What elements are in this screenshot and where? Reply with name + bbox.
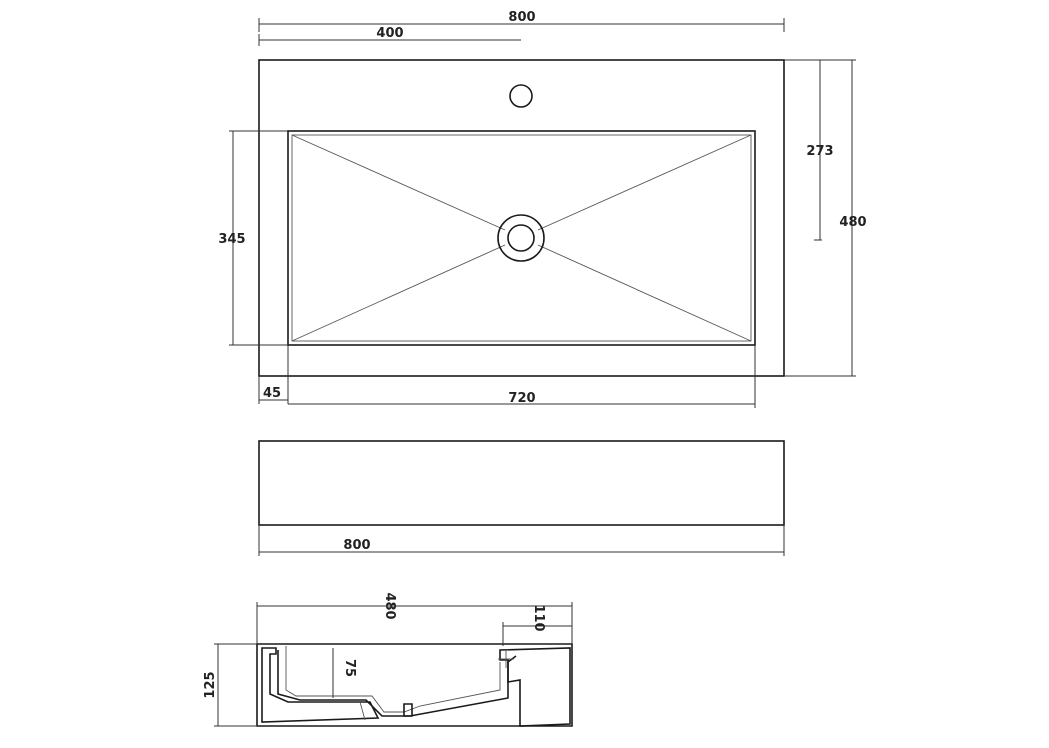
dim-side-depth: 480	[382, 592, 397, 619]
dim-side-margin: 45	[263, 386, 281, 401]
drain-outer-circle	[497, 214, 545, 262]
dim-side-tap-ledge: 110	[531, 604, 546, 631]
side-basin-bottom	[277, 650, 517, 717]
front-view: 800	[258, 440, 785, 556]
side-tap-ledge	[499, 647, 571, 727]
basin-inner-edge	[291, 134, 752, 342]
dim-total-width: 800	[508, 10, 535, 25]
side-drain	[403, 703, 413, 717]
dim-basin-depth: 345	[218, 232, 245, 247]
dim-depth: 480	[839, 215, 866, 230]
side-view-outline	[256, 643, 573, 727]
top-view: 800 400 273 480 345 45 720	[218, 10, 867, 408]
front-view-outline	[258, 440, 785, 526]
dim-front-width: 800	[343, 538, 370, 553]
dim-side-basin-height: 75	[342, 659, 357, 677]
dim-basin-width: 720	[508, 391, 535, 406]
basin-outline	[287, 130, 756, 346]
side-left-wall	[261, 647, 380, 723]
dim-tap-to-drain: 273	[806, 144, 833, 159]
drain-inner-circle	[507, 224, 535, 252]
top-view-outline	[258, 59, 785, 377]
dim-side-height: 125	[203, 671, 218, 698]
basin-slope-lines	[291, 134, 752, 342]
dim-tap-offset: 400	[376, 26, 403, 41]
tap-hole	[509, 84, 533, 108]
side-view: 480 110 125 75	[203, 592, 573, 727]
side-basin-profile	[285, 646, 501, 713]
